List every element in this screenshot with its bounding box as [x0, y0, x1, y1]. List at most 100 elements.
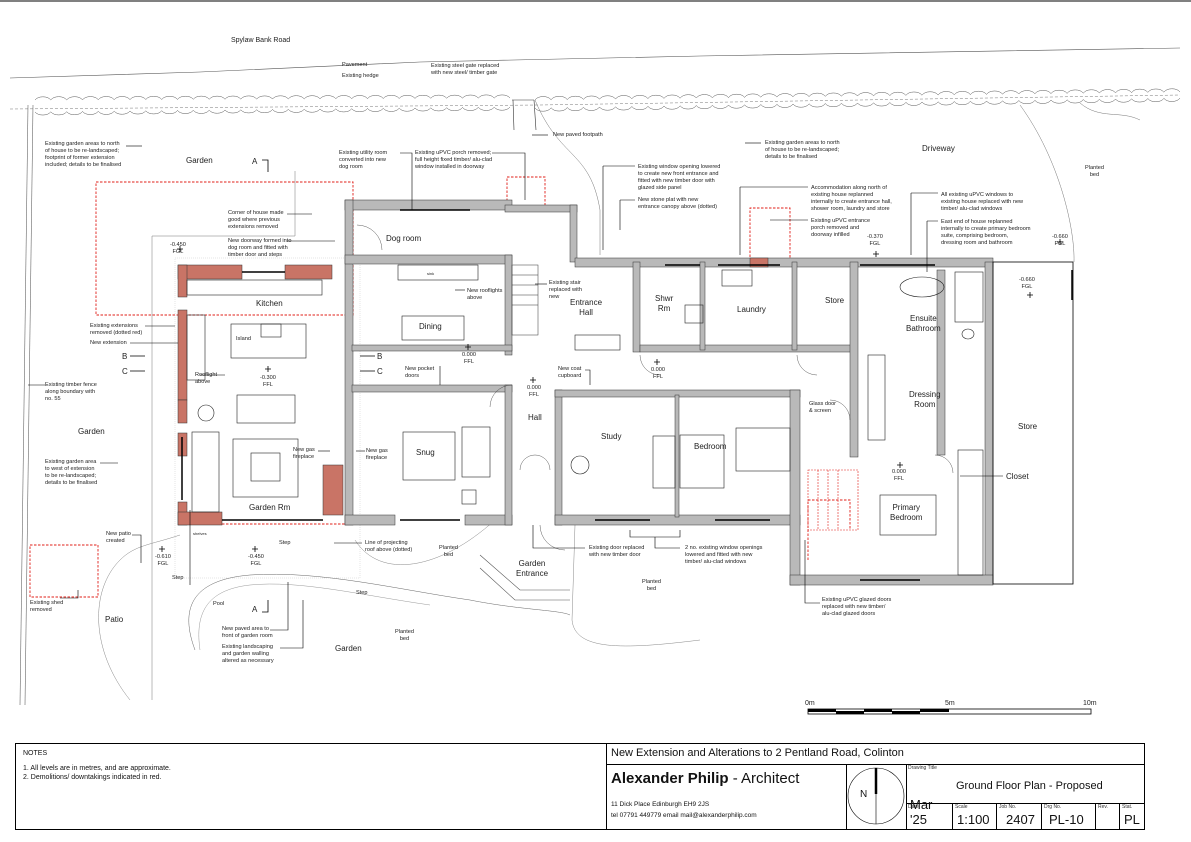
- level-label: -0.660 FGL: [1052, 234, 1068, 247]
- patio-note: New patio created: [106, 531, 131, 544]
- store-outline: [992, 261, 1074, 585]
- revision-cell: Rev.: [1095, 803, 1120, 829]
- title-block: NOTES 1. All levels are in metres, and a…: [15, 743, 1145, 830]
- room-store-north: Store: [825, 296, 845, 305]
- projecting-roof-note: Line of projecting roof above (dotted): [365, 540, 413, 553]
- stair: [511, 264, 539, 336]
- architect-address: 11 Dick Place Edinburgh EH9 2JS: [611, 801, 710, 808]
- level-markers: [159, 239, 1063, 552]
- level-label: -0.450 FGL: [170, 242, 186, 255]
- glass-door-note: Glass door & screen: [809, 401, 837, 414]
- level-label: 0.000 FFL: [651, 367, 665, 380]
- scale-bar: [807, 708, 1092, 715]
- level-label: -0.300 FFL: [260, 375, 276, 388]
- door-replaced-note: Existing door replaced with new timber d…: [589, 545, 645, 558]
- drawing-title: Ground Floor Plan - Proposed: [956, 780, 1103, 792]
- gas-fireplace-note-snug: New gas fireplace: [366, 448, 388, 461]
- architect-panel: Alexander Philip - Architect 11 Dick Pla…: [606, 764, 847, 829]
- room-entrance-hall: Entrance Hall: [570, 298, 603, 317]
- status-cell: Stat. PL: [1119, 803, 1145, 829]
- driveway-label: Driveway: [922, 144, 955, 153]
- planted-bed-ne: Planted bed: [1085, 165, 1104, 178]
- level-label: -0.450 FGL: [248, 554, 264, 567]
- rooflight-note: Rooflight above: [195, 372, 218, 385]
- level-cross: [177, 246, 183, 252]
- room-dog-room: Dog room: [386, 234, 422, 243]
- level-cross: [897, 462, 903, 468]
- drawing-title-label: Drawing Title: [908, 765, 937, 771]
- scale-cell: Scale 1:100: [952, 803, 997, 829]
- section-c-mark-east: C: [377, 367, 383, 376]
- architect-suffix: - Architect: [728, 770, 800, 787]
- room-garden-room: Garden Rm: [249, 503, 291, 512]
- stone-plat-note: New stone plat with new entrance canopy …: [638, 197, 717, 210]
- drawing-number-cell: Drg No. PL-10: [1041, 803, 1096, 829]
- planted-bed: Planted bed: [439, 545, 458, 558]
- dining-table: [401, 315, 465, 341]
- level-cross: [530, 377, 536, 383]
- island-label: Island: [236, 336, 251, 342]
- planted-bed: Planted bed: [395, 629, 414, 642]
- pocket-doors-note: New pocket doors: [405, 366, 435, 379]
- level-cross: [265, 366, 271, 372]
- north-garden-note: Existing garden areas to north of house …: [45, 141, 122, 168]
- porch-note: Existing uPVC porch removed; full height…: [415, 150, 493, 170]
- room-kitchen: Kitchen: [256, 299, 283, 308]
- job-label: Job No.: [999, 804, 1017, 810]
- level-cross: [873, 251, 879, 257]
- planted-bed: Planted bed: [642, 579, 661, 592]
- step-label: Step: [172, 575, 184, 581]
- patio-label: Patio: [105, 615, 124, 624]
- section-a-mark: A: [252, 157, 258, 166]
- level-label: 0.000 FFL: [462, 352, 476, 365]
- landscaping-note: Existing landscaping and garden walling …: [222, 644, 274, 664]
- notes-panel: NOTES 1. All levels are in metres, and a…: [16, 744, 607, 829]
- road-edge: [9, 47, 1181, 79]
- status-label: Stat.: [1122, 804, 1133, 810]
- room-shower: Shwr Rm: [655, 294, 674, 313]
- level-cross: [465, 344, 471, 350]
- drawing-title-cell: Drawing Title Ground Floor Plan - Propos…: [906, 764, 1144, 804]
- step-label: Step: [279, 540, 291, 546]
- utility-note: Existing utility room converted into new…: [339, 150, 388, 170]
- boundary-line: [9, 94, 1181, 110]
- scale-bar-mid: 5m: [945, 700, 955, 707]
- garden-west-label: Garden: [78, 427, 105, 436]
- project-row: New Extension and Alterations to 2 Pentl…: [606, 744, 1144, 765]
- status-value: PL: [1124, 812, 1140, 827]
- level-cross: [1057, 239, 1063, 245]
- room-store-east: Store: [1018, 422, 1038, 431]
- east-end-note: East end of house replanned internally t…: [941, 219, 1031, 246]
- west-garden-note: Existing garden area to west of extensio…: [45, 459, 98, 486]
- level-label: -0.660 FGL: [1019, 277, 1035, 290]
- drawing-number-label: Drg No.: [1044, 804, 1062, 810]
- level-label: -0.370 FGL: [867, 234, 883, 247]
- job-cell: Job No. 2407: [996, 803, 1042, 829]
- pavement-note: Pavement: [342, 62, 368, 68]
- room-bedroom: Bedroom: [694, 442, 727, 451]
- demolished-stair: [807, 469, 859, 531]
- scale-bar-start: 0m: [805, 700, 815, 707]
- section-b-mark-east: B: [377, 352, 383, 361]
- notes-heading: NOTES: [23, 750, 48, 757]
- extensions-removed-note: Existing extensions removed (dotted red): [90, 323, 143, 336]
- date-value: Mar '25: [910, 797, 933, 827]
- rooflights-note: New rooflights above: [467, 288, 503, 301]
- section-b-mark: B: [122, 352, 128, 361]
- date-label: Date: [908, 804, 919, 810]
- note-item: 1. All levels are in metres, and are app…: [23, 765, 171, 772]
- room-primary-bedroom: Primary Bedroom: [890, 503, 923, 522]
- level-cross: [252, 546, 258, 552]
- section-a-mark-south: A: [252, 605, 258, 614]
- job-value: 2407: [1006, 812, 1035, 827]
- drawing-number-value: PL-10: [1049, 812, 1084, 827]
- gate: [512, 99, 537, 131]
- section-c-mark: C: [122, 367, 128, 376]
- room-garden-entrance: Garden Entrance: [516, 559, 549, 578]
- room-study: Study: [601, 432, 622, 441]
- room-ensuite: Ensuite Bathroom: [906, 314, 941, 333]
- road-name: Spylaw Bank Road: [231, 37, 291, 44]
- corner-note: Corner of house made good where previous…: [228, 210, 284, 230]
- leader-lines: [28, 134, 1003, 649]
